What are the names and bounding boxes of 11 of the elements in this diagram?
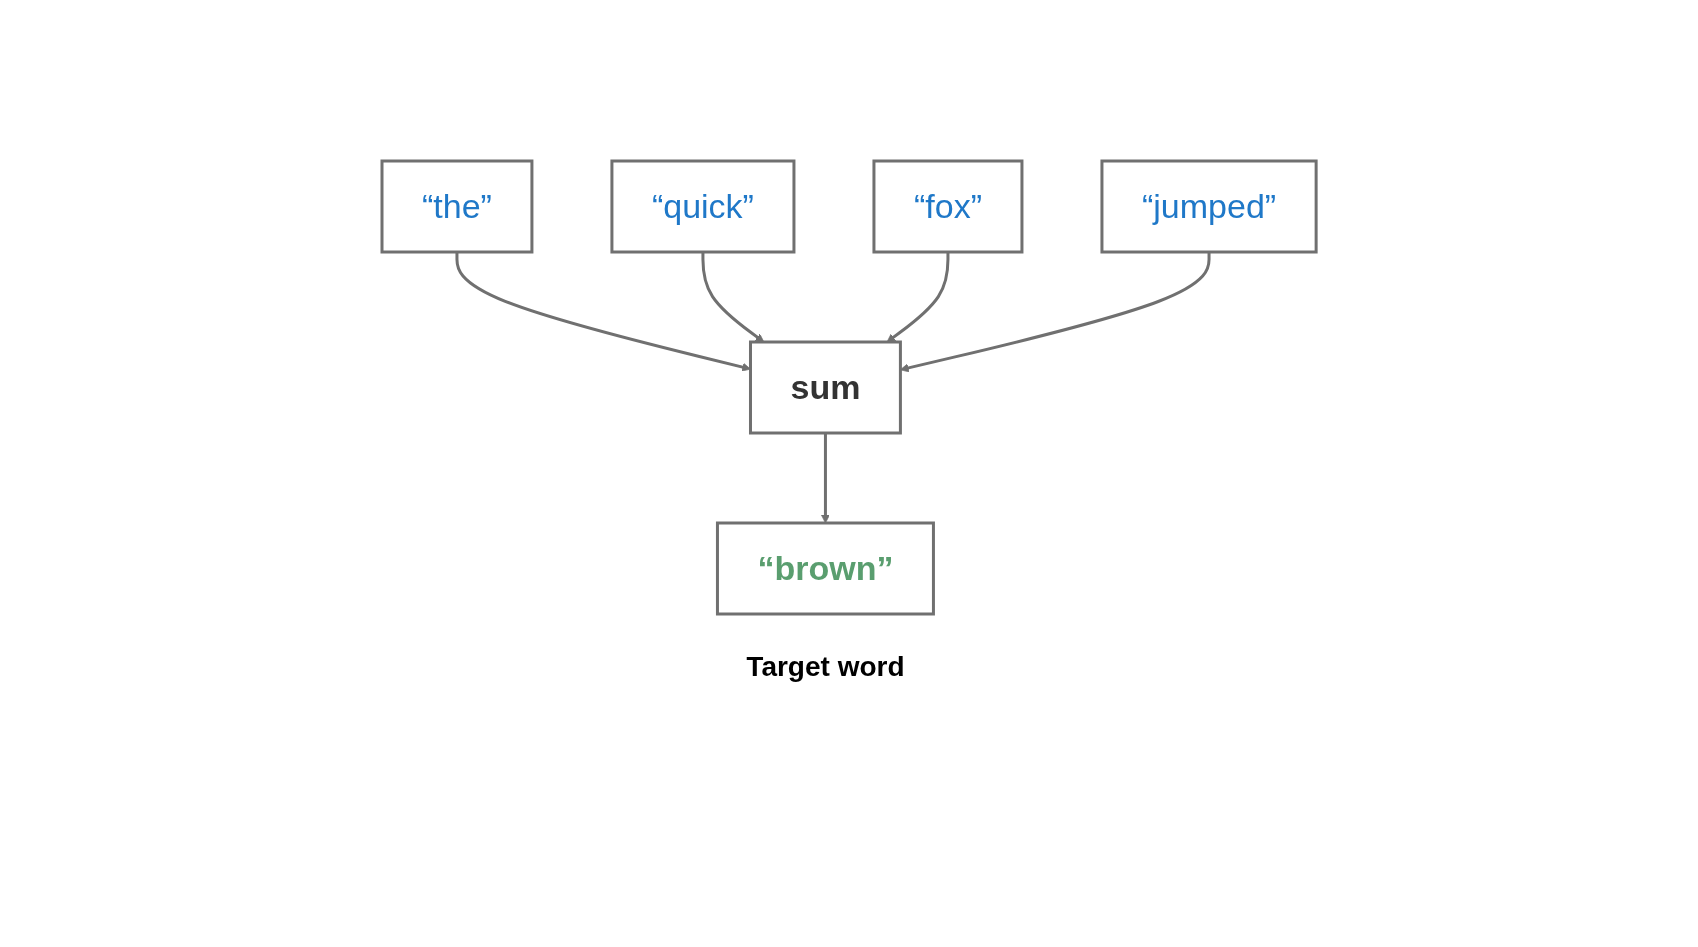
arrow xyxy=(886,252,950,343)
node-box: “brown” xyxy=(715,521,935,616)
arrow xyxy=(455,252,751,372)
node-label: Target word xyxy=(746,651,905,682)
arrow xyxy=(821,433,830,524)
node-box: “quick” xyxy=(610,159,796,254)
node-box: “jumped” xyxy=(1100,159,1318,254)
node-box: sum xyxy=(748,340,902,435)
node-box: “the” xyxy=(380,159,534,254)
node-box: “fox” xyxy=(872,159,1024,254)
arrow xyxy=(701,252,765,343)
